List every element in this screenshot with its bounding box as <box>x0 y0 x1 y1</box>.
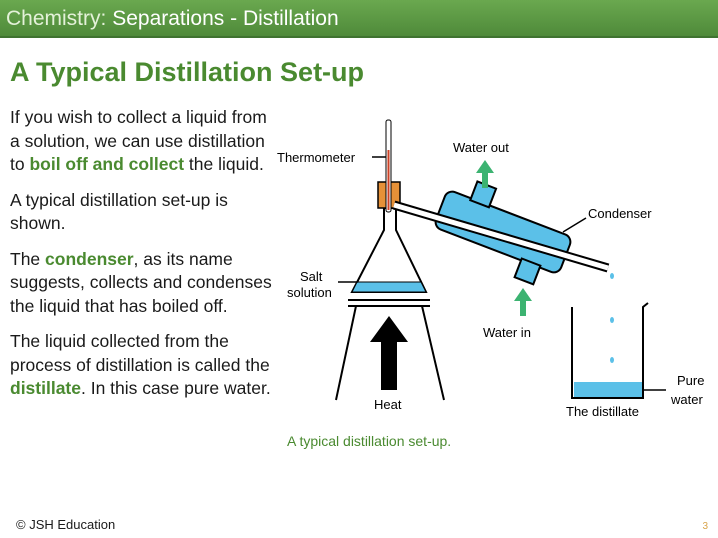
thermometer-label: Thermometer <box>277 150 356 165</box>
water-out-arrow-icon <box>476 160 494 188</box>
beaker <box>571 302 649 399</box>
water-label: water <box>670 392 703 407</box>
paragraph-1: If you wish to collect a liquid from a s… <box>10 106 280 177</box>
p4-text-c: . In this case pure water. <box>81 378 271 398</box>
condenser-pointer <box>562 217 587 233</box>
header-title: Chemistry: Separations - Distillation <box>6 7 339 31</box>
heat-arrow-icon <box>370 316 408 390</box>
salt-label: Salt <box>300 269 323 284</box>
slide-title: A Typical Distillation Set-up <box>10 57 365 87</box>
p3-text-a: The <box>10 248 46 269</box>
copyright-footer: © JSH Education <box>16 517 116 532</box>
distillation-diagram: Heat Thermometer Salt solution Water out… <box>277 119 704 419</box>
droplet <box>610 317 614 323</box>
paragraph-3: The condenser, as its name suggests, col… <box>10 248 280 319</box>
body-text: If you wish to collect a liquid from a s… <box>10 106 280 413</box>
delivery-tube <box>392 200 610 273</box>
page-number: 3 <box>702 521 708 532</box>
thermometer <box>385 119 392 213</box>
distillate-label: The distillate <box>566 404 639 419</box>
header-topic: Separations - Distillation <box>112 7 339 30</box>
water-in-label: Water in <box>483 325 531 340</box>
droplet <box>610 273 614 279</box>
condenser-label: Condenser <box>588 206 652 221</box>
pure-label: Pure <box>677 373 704 388</box>
paragraph-2: A typical distillation set-up is shown. <box>10 189 228 234</box>
droplet <box>610 357 614 363</box>
solution-label: solution <box>287 285 332 300</box>
p1-text-a: If you wish to collect a liquid from a s… <box>10 107 267 174</box>
p1-text-c: the liquid. <box>184 154 264 174</box>
header-subject: Chemistry: <box>6 7 107 30</box>
droplets <box>610 273 614 363</box>
paragraph-4: The liquid collected from the process of… <box>10 330 280 401</box>
p3-text-c: , as its name suggests, collects and con… <box>10 248 272 316</box>
water-out-label: Water out <box>453 140 509 155</box>
slide-header: Chemistry: Separations - Distillation <box>0 0 718 38</box>
p4-highlight: distillate <box>10 378 81 398</box>
diagram-caption: A typical distillation set-up. <box>287 433 452 449</box>
p4-text-a: The liquid collected from the process of… <box>10 331 270 375</box>
conical-flask <box>350 181 428 293</box>
heat-label: Heat <box>374 397 402 412</box>
p3-highlight: condenser <box>45 248 134 269</box>
condenser <box>434 180 572 286</box>
water-in-arrow-icon <box>514 288 532 316</box>
tripod-stand <box>335 299 445 401</box>
p1-highlight: boil off and collect <box>29 154 185 174</box>
